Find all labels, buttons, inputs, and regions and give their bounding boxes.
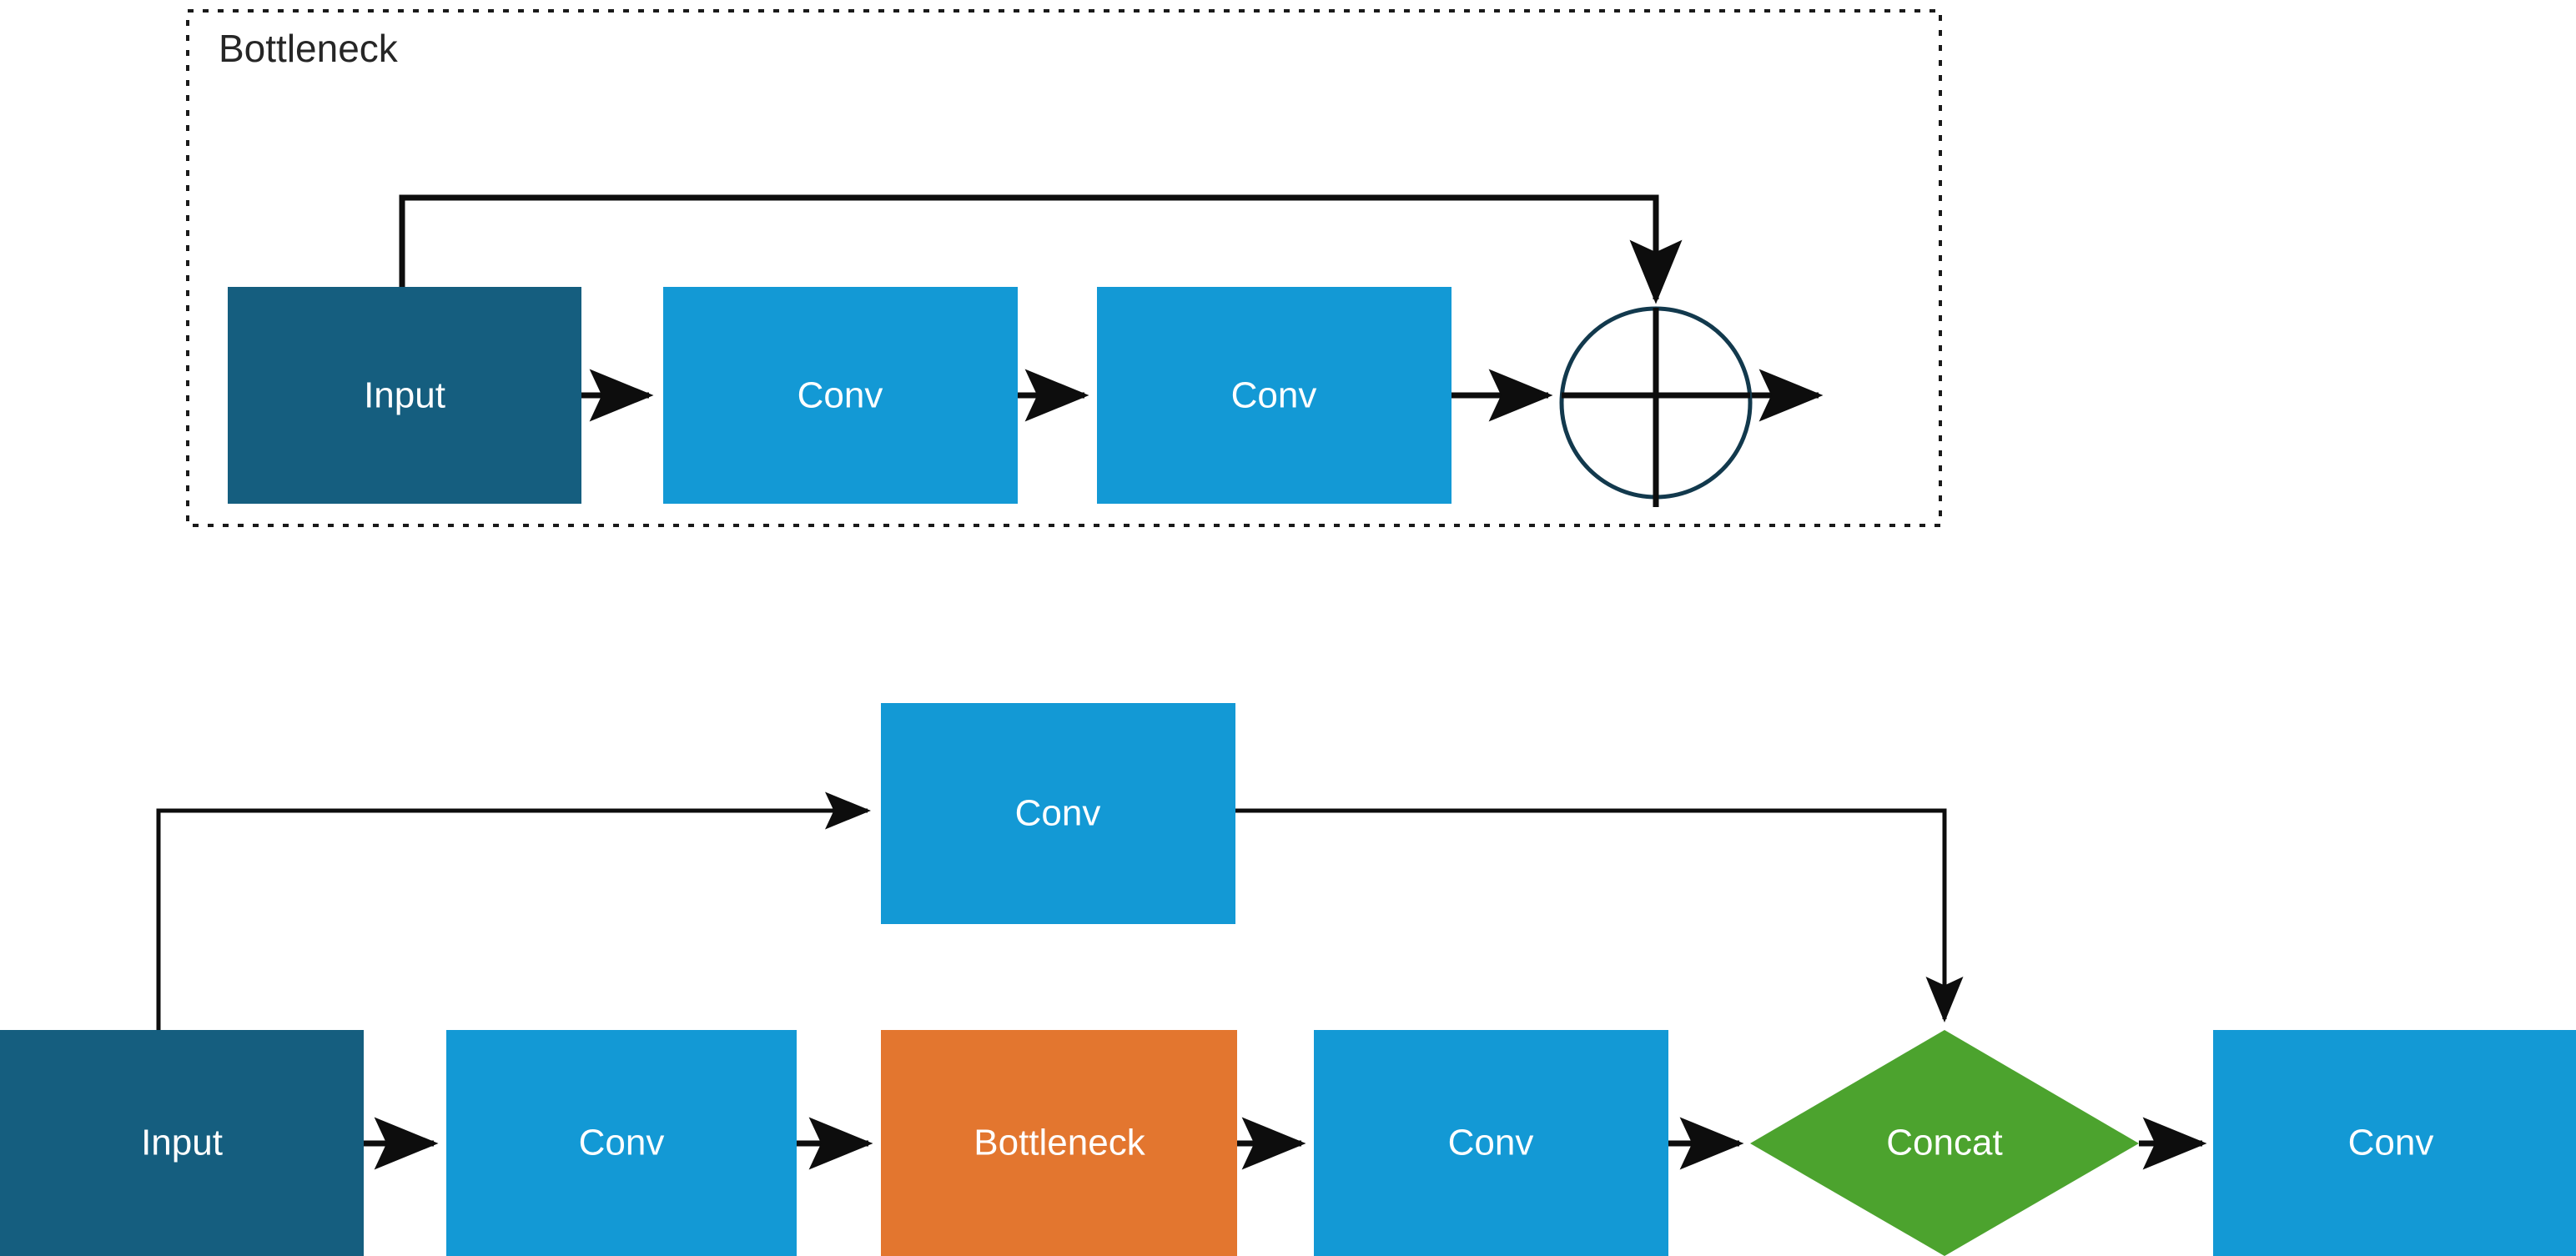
edge-input-to-top-conv: [156, 791, 872, 1030]
node-csp-conv1[interactable]: Conv: [446, 1030, 797, 1256]
diagram-bottleneck-detail: Input Conv Conv: [228, 194, 1824, 507]
node-bn-conv2-label: Conv: [1231, 375, 1317, 416]
node-csp-bottleneck-shape[interactable]: [881, 1030, 1237, 1256]
node-bn-input-label: Input: [364, 375, 445, 416]
node-csp-convtop-shape[interactable]: [881, 703, 1235, 924]
node-csp-conv1-label: Conv: [579, 1123, 665, 1163]
node-bn-input-shape[interactable]: [228, 287, 581, 504]
node-csp-conv4-shape[interactable]: [2213, 1030, 2576, 1256]
node-csp-convtop[interactable]: Conv: [881, 703, 1235, 924]
edge-skip-connection: [399, 194, 1683, 304]
node-csp-bottleneck-label: Bottleneck: [974, 1123, 1145, 1163]
node-csp-concat-shape[interactable]: [1750, 1030, 2139, 1256]
node-bn-input[interactable]: Input: [228, 287, 581, 504]
node-csp-bottleneck[interactable]: Bottleneck: [881, 1030, 1237, 1256]
node-bn-conv1[interactable]: Conv: [663, 287, 1018, 504]
node-bn-conv2-shape[interactable]: [1097, 287, 1452, 504]
node-csp-conv3-shape[interactable]: [1314, 1030, 1668, 1256]
node-csp-concat[interactable]: Concat: [1750, 1030, 2139, 1256]
node-bn-sum-plus-icon[interactable]: [1559, 306, 1753, 507]
node-csp-conv1-shape[interactable]: [446, 1030, 797, 1256]
group-bottleneck: Bottleneck: [186, 9, 1942, 527]
node-csp-conv3[interactable]: Conv: [1314, 1030, 1668, 1256]
node-csp-input-shape[interactable]: [0, 1030, 364, 1256]
group-frame-bottleneck: [186, 9, 1942, 527]
node-bn-conv2[interactable]: Conv: [1097, 287, 1452, 504]
node-csp-concat-label: Concat: [1886, 1123, 2002, 1163]
node-csp-input-label: Input: [141, 1123, 223, 1163]
node-csp-conv3-label: Conv: [1448, 1123, 1534, 1163]
node-bn-conv1-shape[interactable]: [663, 287, 1018, 504]
group-title-bottleneck: Bottleneck: [219, 27, 399, 70]
node-csp-input[interactable]: Input: [0, 1030, 364, 1256]
diagram-csp-block: Conv Input Conv Bottleneck Conv: [0, 703, 2576, 1256]
node-csp-conv4[interactable]: Conv: [2213, 1030, 2576, 1256]
node-csp-convtop-label: Conv: [1015, 793, 1101, 834]
node-csp-conv4-label: Conv: [2348, 1123, 2434, 1163]
node-bn-conv1-label: Conv: [797, 375, 883, 416]
edge-top-conv-to-concat: [1235, 808, 1964, 1023]
